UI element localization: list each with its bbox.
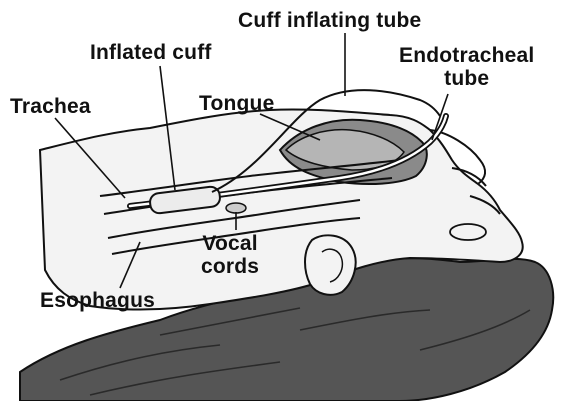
label-cuff-inflating-tube: Cuff inflating tube — [238, 10, 421, 31]
label-trachea: Trachea — [10, 96, 91, 117]
vocal-cords-mark — [226, 203, 246, 213]
eye-mark — [450, 224, 486, 240]
label-vocal-line1: Vocal — [201, 232, 259, 255]
label-vocal-cords: Vocal cords — [201, 232, 259, 278]
ear-outline — [305, 235, 356, 294]
label-esophagus: Esophagus — [40, 290, 155, 311]
label-inflated-cuff: Inflated cuff — [90, 42, 212, 63]
label-endotracheal-tube: Endotracheal tube — [399, 44, 534, 90]
label-endotracheal-line2: tube — [399, 67, 534, 90]
label-tongue: Tongue — [199, 93, 274, 114]
label-vocal-line2: cords — [201, 255, 259, 278]
label-endotracheal-line1: Endotracheal — [399, 44, 534, 67]
